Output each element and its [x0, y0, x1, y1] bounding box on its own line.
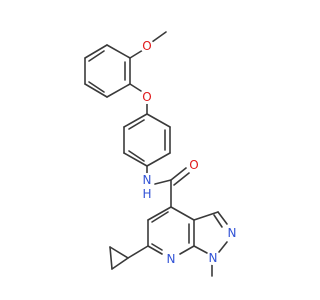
bond — [154, 179, 172, 185]
molecule-diagram: O O N H O N N N — [84, 31, 239, 277]
bond — [151, 31, 167, 43]
atom-n-pyrazole-label: N — [228, 226, 237, 240]
bond — [127, 245, 149, 259]
bond — [129, 83, 142, 92]
bond — [147, 245, 163, 255]
atom-n-methyl: N — [206, 251, 220, 265]
atom-o-carbonyl-label: O — [189, 158, 198, 172]
atom-nh-hydrogen: H — [142, 187, 151, 201]
bond — [217, 211, 228, 225]
atom-nh: N H — [140, 173, 154, 201]
bond — [213, 214, 223, 228]
bond — [193, 211, 219, 221]
atom-o-ether: O — [140, 90, 154, 104]
bond — [111, 257, 129, 270]
bond — [128, 119, 145, 130]
bond — [109, 246, 129, 259]
atom-n-pyrazole: N — [225, 226, 239, 240]
bond — [218, 241, 228, 253]
atom-o-methoxy: O — [140, 39, 154, 53]
bond — [123, 152, 148, 167]
bond — [106, 44, 131, 59]
bond — [170, 206, 195, 221]
atom-o-ether-label: O — [142, 90, 151, 104]
atom-nh-label: N — [143, 173, 152, 187]
bond — [146, 152, 171, 167]
bond — [193, 245, 208, 254]
atom-n-pyridine: N — [164, 252, 178, 266]
atom-o-carbonyl: O — [187, 158, 201, 172]
bond — [88, 50, 105, 62]
bond-lines — [84, 31, 228, 277]
bond — [88, 81, 105, 93]
bond — [84, 44, 108, 59]
atom-o-methoxy-label: O — [142, 39, 151, 53]
bond — [147, 206, 172, 221]
bond — [123, 113, 148, 128]
bond — [128, 150, 145, 162]
bond — [170, 167, 187, 181]
bond — [106, 83, 131, 98]
atom-n-methyl-label: N — [209, 251, 218, 265]
bond — [84, 83, 108, 98]
atom-n-pyridine-label: N — [167, 252, 176, 266]
bond — [151, 211, 169, 223]
bond — [179, 245, 195, 255]
bond — [173, 172, 190, 186]
bond — [109, 246, 113, 270]
bond — [146, 113, 171, 128]
atom-labels: O O N H O N N N — [140, 39, 239, 266]
bond — [129, 49, 144, 59]
bond — [151, 243, 163, 251]
